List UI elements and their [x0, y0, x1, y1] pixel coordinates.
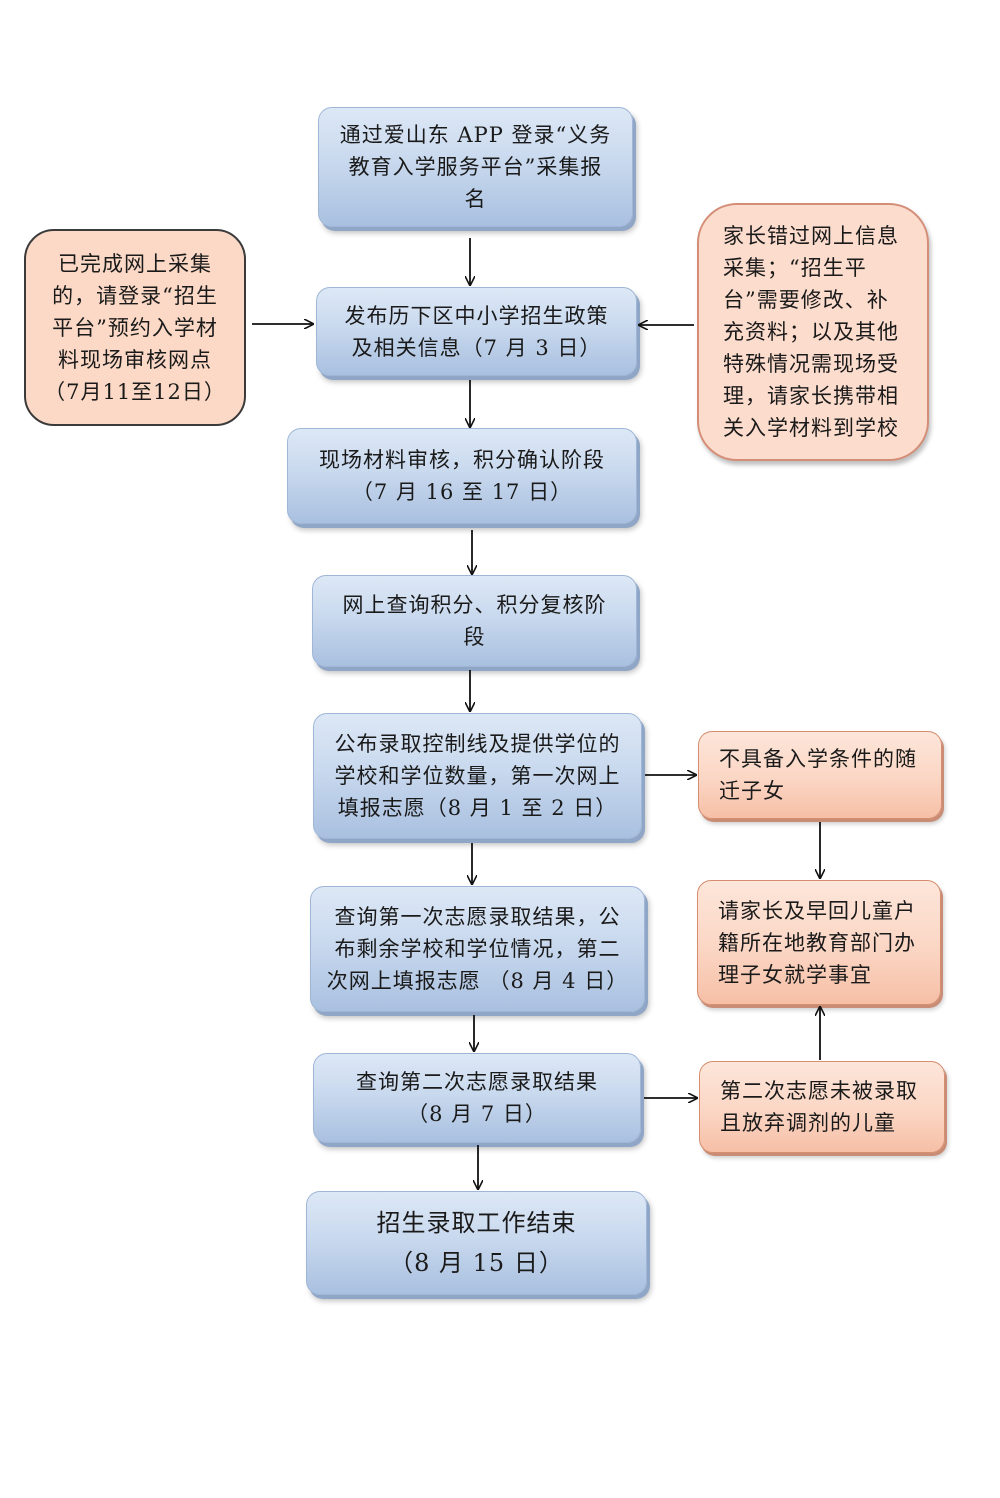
node-first-choice-text: 公布录取控制线及提供学位的 学校和学位数量，第一次网上 填报志愿（8 月 1 至… [334, 732, 621, 820]
node-missed-online-text: 家长错过网上信息 采集；“招生平 台”需要修改、补 充资料；以及其他 特殊情况需… [723, 224, 899, 440]
node-first-choice: 公布录取控制线及提供学位的 学校和学位数量，第一次网上 填报志愿（8 月 1 至… [313, 713, 642, 839]
node-review: 现场材料审核，积分确认阶段 （7 月 16 至 17 日） [287, 428, 637, 524]
node-review-text: 现场材料审核，积分确认阶段 （7 月 16 至 17 日） [319, 448, 605, 504]
node-second-result: 查询第二次志愿录取结果 （8 月 7 日） [313, 1053, 641, 1143]
node-second-choice-text: 查询第一次志愿录取结果，公 布剩余学校和学位情况，第二 次网上填报志愿 （8 月… [326, 905, 629, 993]
node-end-text: 招生录取工作结束 （8 月 15 日） [376, 1209, 577, 1277]
node-publish-text: 发布历下区中小学招生政策 及相关信息（7 月 3 日） [344, 303, 609, 360]
node-register: 通过爱山东 APP 登录“义务 教育入学服务平台”采集报 名 [318, 107, 633, 227]
node-query-points-text: 网上查询积分、积分复核阶 段 [342, 593, 607, 649]
node-second-choice: 查询第一次志愿录取结果，公 布剩余学校和学位情况，第二 次网上填报志愿 （8 月… [310, 886, 645, 1012]
node-publish: 发布历下区中小学招生政策 及相关信息（7 月 3 日） [316, 287, 637, 376]
node-return-home-text: 请家长及早回儿童户 籍所在地教育部门办 理子女就学事宜 [718, 898, 916, 987]
node-missed-online: 家长错过网上信息 采集；“招生平 台”需要修改、补 充资料；以及其他 特殊情况需… [697, 203, 929, 461]
node-completed-online: 已完成网上采集 的，请登录“招生 平台”预约入学材 料现场审核网点 （7月11至… [24, 229, 246, 426]
node-second-result-text: 查询第二次志愿录取结果 （8 月 7 日） [356, 1070, 598, 1126]
node-register-text: 通过爱山东 APP 登录“义务 教育入学服务平台”采集报 名 [339, 123, 612, 211]
node-ineligible: 不具备入学条件的随 迁子女 [698, 731, 942, 819]
node-end: 招生录取工作结束 （8 月 15 日） [306, 1191, 647, 1295]
node-not-admitted-text: 第二次志愿未被录取 且放弃调剂的儿童 [720, 1079, 918, 1135]
node-ineligible-text: 不具备入学条件的随 迁子女 [719, 747, 917, 803]
node-not-admitted: 第二次志愿未被录取 且放弃调剂的儿童 [699, 1061, 945, 1153]
node-completed-online-text: 已完成网上采集 的，请登录“招生 平台”预约入学材 料现场审核网点 （7月11至… [44, 251, 226, 404]
node-return-home: 请家长及早回儿童户 籍所在地教育部门办 理子女就学事宜 [697, 880, 941, 1005]
node-query-points: 网上查询积分、积分复核阶 段 [312, 575, 637, 667]
